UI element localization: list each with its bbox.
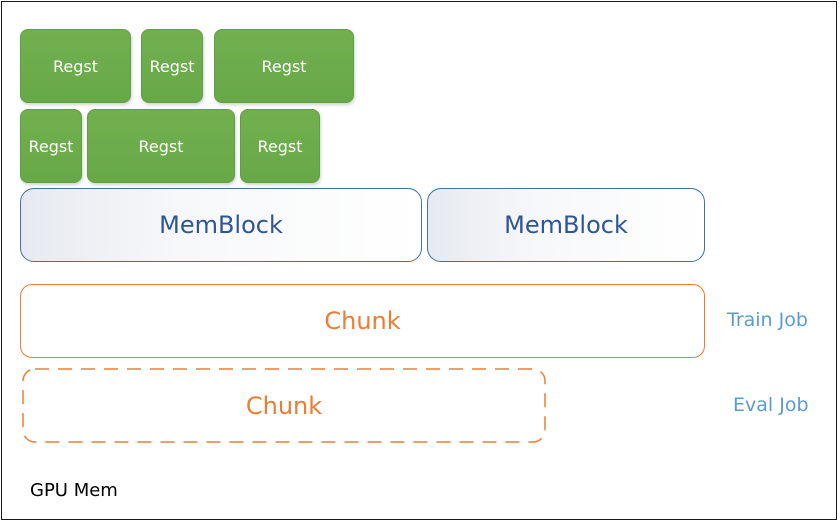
- train-job-label: Train Job: [727, 309, 808, 331]
- memblock-label: MemBlock: [159, 211, 283, 239]
- regst-label: Regst: [52, 56, 98, 76]
- eval-chunk: Chunk: [22, 368, 546, 443]
- memblock: MemBlock: [20, 188, 422, 262]
- regst-label: Regst: [28, 136, 74, 156]
- eval-chunk-dashed-border: [22, 368, 546, 443]
- regst-block: Regst: [240, 109, 320, 183]
- regst-block: Regst: [214, 29, 354, 103]
- train-chunk: Chunk: [20, 284, 705, 358]
- eval-job-label: Eval Job: [733, 394, 809, 416]
- gpu-mem-label: GPU Mem: [30, 480, 118, 501]
- regst-label: Regst: [257, 136, 303, 156]
- regst-block: Regst: [141, 29, 203, 103]
- regst-label: Regst: [149, 56, 195, 76]
- eval-chunk-label: Chunk: [245, 391, 323, 420]
- regst-block: Regst: [20, 29, 131, 103]
- regst-label: Regst: [138, 136, 184, 156]
- train-chunk-label: Chunk: [324, 307, 401, 335]
- regst-label: Regst: [261, 56, 307, 76]
- memblock-label: MemBlock: [504, 211, 628, 239]
- regst-block: Regst: [20, 109, 82, 183]
- memblock: MemBlock: [427, 188, 705, 262]
- regst-block: Regst: [87, 109, 235, 183]
